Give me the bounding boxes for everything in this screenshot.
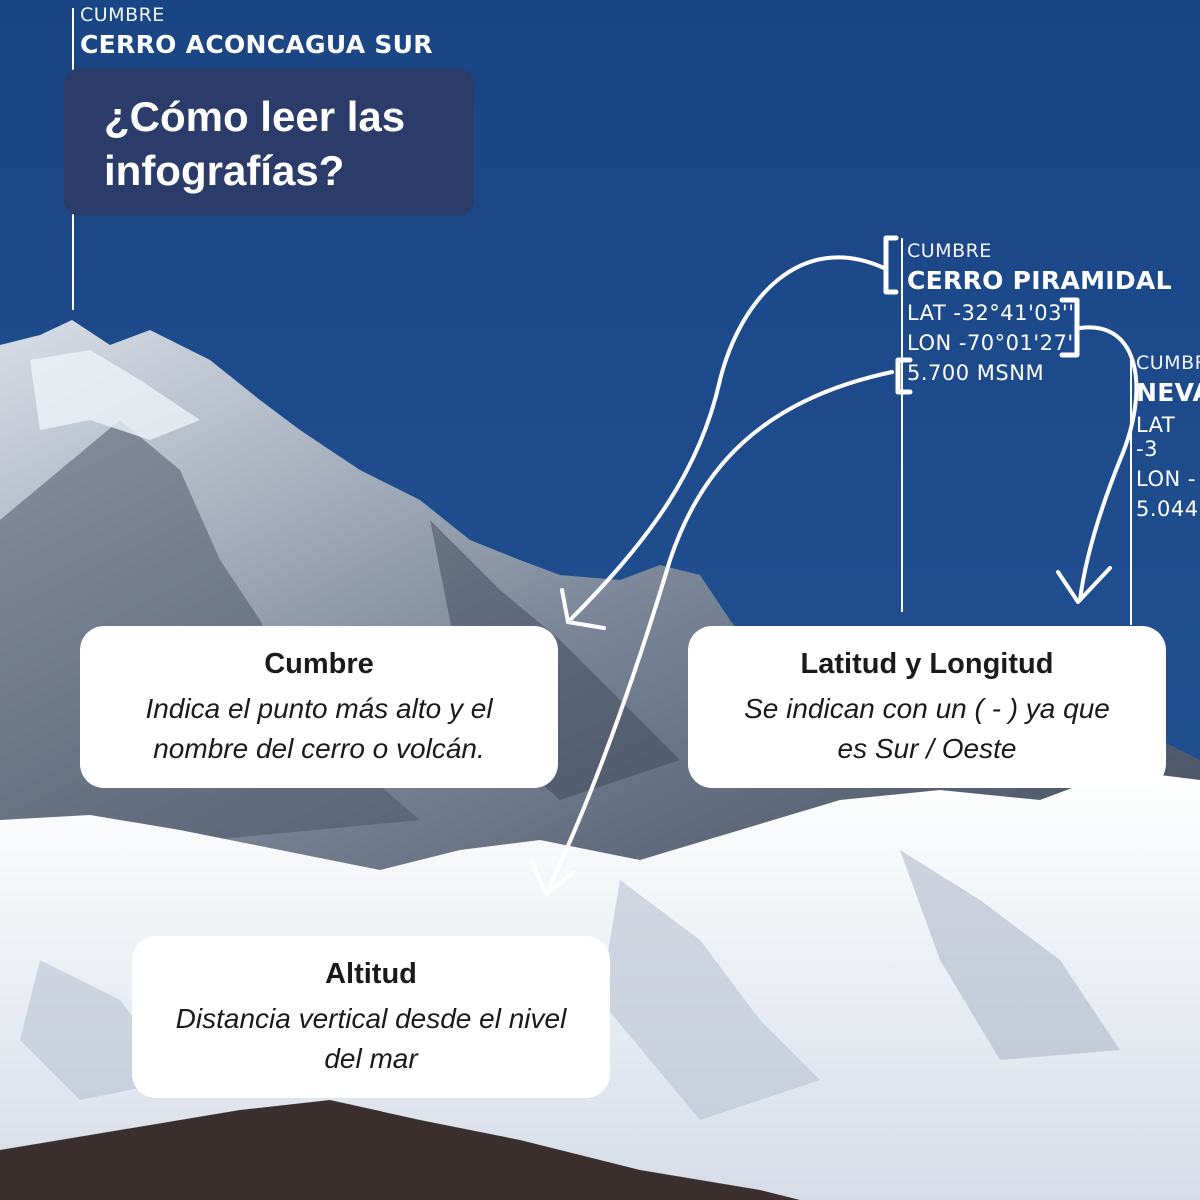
peak-name: NEVA [1136,378,1200,407]
peak-name: CERRO ACONCAGUA SUR [80,30,433,59]
arrow-cumbre [568,255,886,622]
arrow-altitud-head [530,860,576,896]
name-bracket [883,235,899,295]
peak-label: CUMBRE [907,240,992,262]
card-description: Indica el punto más alto y el nombre del… [145,693,493,764]
massif-snow-streak [30,350,200,440]
peak-label: CUMBRE [1136,352,1200,374]
card-latitud-longitud: Latitud y Longitud Se indican con un ( -… [688,626,1166,788]
peak-lat: LAT -3 [1136,413,1176,461]
snow-shadow-2 [900,850,1120,1060]
card-title: Latitud y Longitud [800,648,1054,680]
card-description: Distancia vertical desde el nivel del ma… [175,1003,567,1074]
peak-lon: LON - [1136,467,1196,491]
card-cumbre: Cumbre Indica el punto más alto y el nom… [80,626,558,788]
snow-shadow [600,880,820,1120]
peak-piramidal-annotation: CUMBRE CERRO PIRAMIDAL LAT -32°41'03'' L… [907,240,1187,385]
peak-name: CERRO PIRAMIDAL [907,266,1172,295]
peak-neva-annotation: CUMBRE NEVA LAT -3 LON - 5.044 [1136,352,1200,521]
card-title: Altitud [325,958,417,990]
peak-aconcagua-annotation: CUMBRE CERRO ACONCAGUA SUR LAT -32°39'24… [80,4,460,76]
altitude-bracket [895,357,913,395]
peak-altitude: 5.700 MSNM [907,361,1045,385]
card-title: Cumbre [264,648,374,680]
peak-label: CUMBRE [80,4,165,26]
dark-foothill [0,1100,800,1200]
arrow-latlon [1078,325,1139,602]
peak-lat: LAT -32°41'03'' [907,301,1075,325]
latlon-bracket [1059,297,1080,358]
card-altitud: Altitud Distancia vertical desde el nive… [132,936,610,1098]
arrow-latlon-head [1056,566,1112,604]
peak-altitude: 5.044 [1136,497,1199,521]
arrow-altitud [546,370,894,892]
card-description: Se indican con un ( - ) ya que es Sur / … [744,693,1110,764]
arrow-cumbre-head [560,588,606,630]
peak-lon: LON -70°01'27'' [907,331,1080,355]
title-box: ¿Cómo leer las infografías? [64,68,474,216]
